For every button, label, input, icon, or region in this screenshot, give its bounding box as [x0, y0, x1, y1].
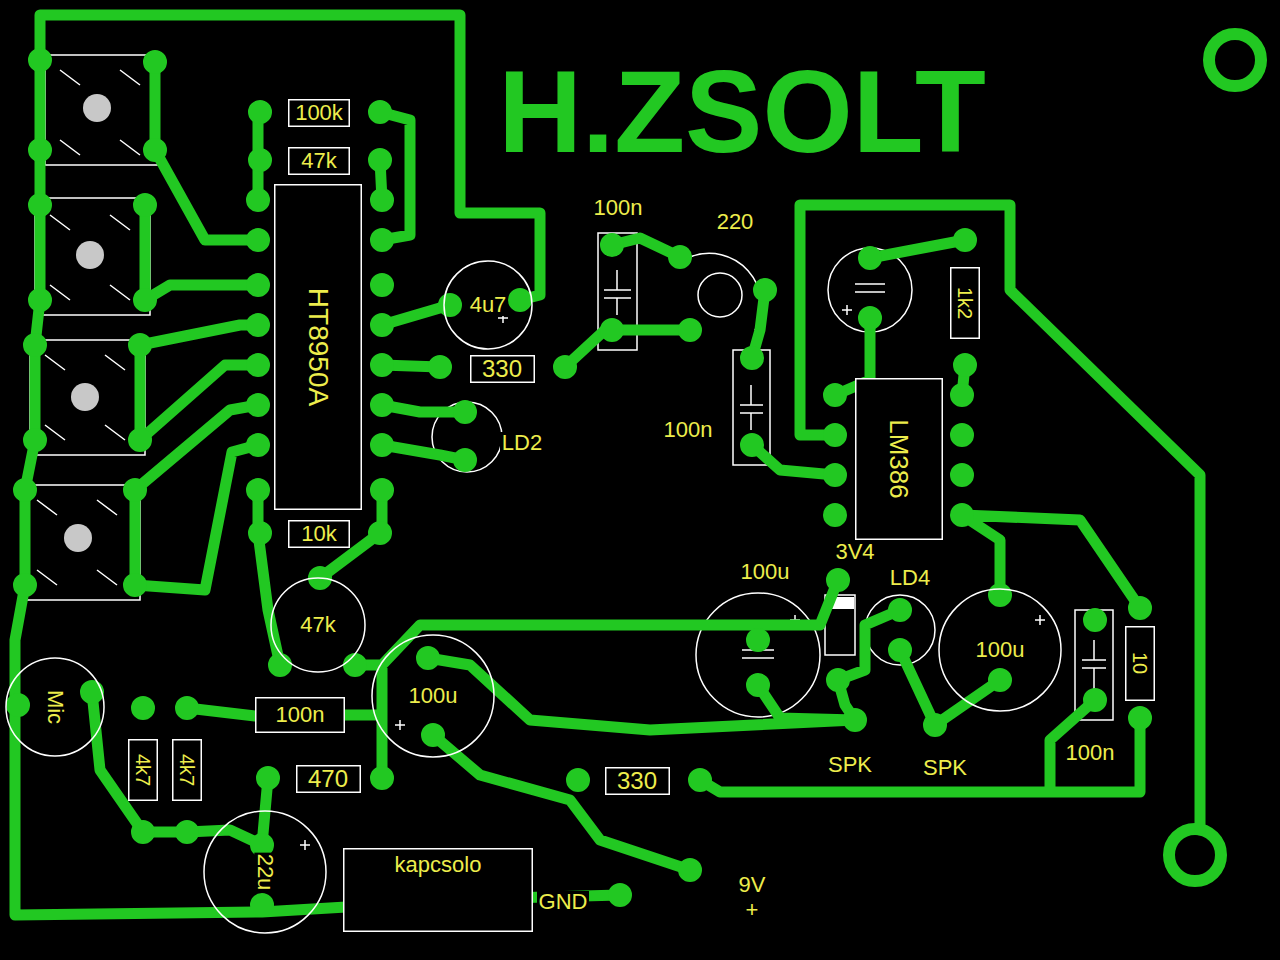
resistor-value: 100k [294, 102, 344, 124]
resistor-value: 10 [1125, 626, 1155, 701]
component-outline [344, 849, 533, 932]
capacitor-value: 100u [408, 685, 459, 707]
resistor-value: 330 [616, 769, 658, 793]
led-label: LD4 [888, 567, 932, 589]
trimmer-outline [690, 253, 761, 330]
resistor-value: 1k2 [955, 286, 975, 320]
capacitor-value: 4u7 [469, 294, 508, 316]
switch-button [76, 241, 104, 269]
ic-label: HT8950A [274, 184, 362, 510]
board-title: H.ZSOLT [496, 54, 988, 170]
resistor-value: 4k7 [128, 739, 158, 801]
copper-trace [15, 15, 1200, 915]
potentiometer-value: 47k [299, 614, 336, 636]
mounting-hole [1209, 34, 1261, 86]
resistor-value: 100k [288, 99, 350, 127]
capacitor-symbol [1082, 640, 1106, 690]
resistor-value: 470 [307, 767, 349, 791]
speaker-label: SPK [826, 754, 874, 776]
resistor-value: 330 [470, 355, 535, 383]
capacitor-value: 100u [975, 639, 1026, 661]
supply-label: 9V [737, 874, 768, 896]
resistor-value: 10 [1130, 651, 1150, 675]
resistor-value: 47k [288, 147, 350, 175]
resistor-value: 47k [300, 150, 337, 172]
switch-label: kapcsolo [394, 854, 483, 876]
component-outline [1126, 626, 1155, 700]
microphone-label: Mic [44, 689, 66, 725]
capacitor-value: 100u [938, 588, 1062, 712]
resistor-value: 330 [605, 767, 670, 795]
capacitor-symbol [855, 284, 885, 292]
component-outline [470, 356, 534, 383]
component-value: 100n [1064, 742, 1117, 764]
resistor-value: 4k7 [172, 739, 202, 801]
component-value: 3V4 [833, 541, 876, 563]
switch-button [83, 94, 111, 122]
solder-pad [18, 60, 1140, 905]
component-outline [951, 268, 980, 339]
component-outline [275, 185, 362, 510]
component-outline [856, 379, 943, 540]
switch-button [64, 524, 92, 552]
component-outline [129, 740, 158, 801]
resistor-value: 470 [296, 765, 361, 793]
speaker-label: SPK [921, 757, 969, 779]
capacitor-value: 100n [275, 704, 326, 726]
ground-label: GND [537, 891, 590, 913]
resistor-value: 10k [288, 520, 350, 548]
component-circle [204, 811, 326, 933]
capacitor-value: 4u7 [443, 260, 533, 350]
capacitor-value: 22u [254, 853, 276, 892]
capacitor-symbol [740, 385, 763, 430]
led-label: LD2 [500, 432, 544, 454]
resistor-value: 4k7 [133, 753, 153, 787]
component-circle [372, 635, 494, 757]
polarity-label: + [744, 899, 761, 921]
mounting-hole [1169, 829, 1221, 881]
resistor-value: 10k [300, 523, 337, 545]
component-circle [6, 658, 104, 756]
switch-label: kapcsolo [343, 848, 533, 932]
component-outline [289, 521, 350, 548]
capacitor-value: 22u [203, 810, 327, 934]
component-value: 100n [592, 197, 645, 219]
switch-outline [35, 198, 150, 315]
component-circle [271, 578, 365, 672]
component-outline [296, 766, 360, 793]
component-outline [289, 100, 350, 127]
component-outline [173, 740, 202, 801]
component-value: 100u [739, 561, 792, 583]
ic-label: HT8950A [304, 287, 332, 407]
potentiometer-value: 47k [270, 577, 366, 673]
component-circle [939, 589, 1061, 711]
component-outline [289, 148, 350, 175]
switch-button [71, 383, 99, 411]
ic-label: LM386 [886, 418, 912, 500]
trimmer-outline [698, 273, 742, 317]
component-value: 220 [715, 211, 756, 233]
component-value: 100n [662, 419, 715, 441]
capacitor-value: 100u [371, 634, 495, 758]
resistor-value: 4k7 [177, 753, 197, 787]
ic-label: LM386 [855, 378, 943, 540]
capacitor-symbol [604, 270, 631, 315]
component-outline [605, 768, 669, 795]
component-outline [256, 698, 345, 733]
capacitor-outline [696, 593, 820, 717]
capacitor-value: 100n [255, 697, 345, 733]
polarity-mark [300, 305, 1045, 850]
resistor-value: 1k2 [950, 267, 980, 339]
resistor-value: 330 [481, 357, 523, 381]
switch-marks [37, 70, 140, 585]
component-circle [444, 261, 532, 349]
microphone-label: Mic [5, 657, 105, 757]
